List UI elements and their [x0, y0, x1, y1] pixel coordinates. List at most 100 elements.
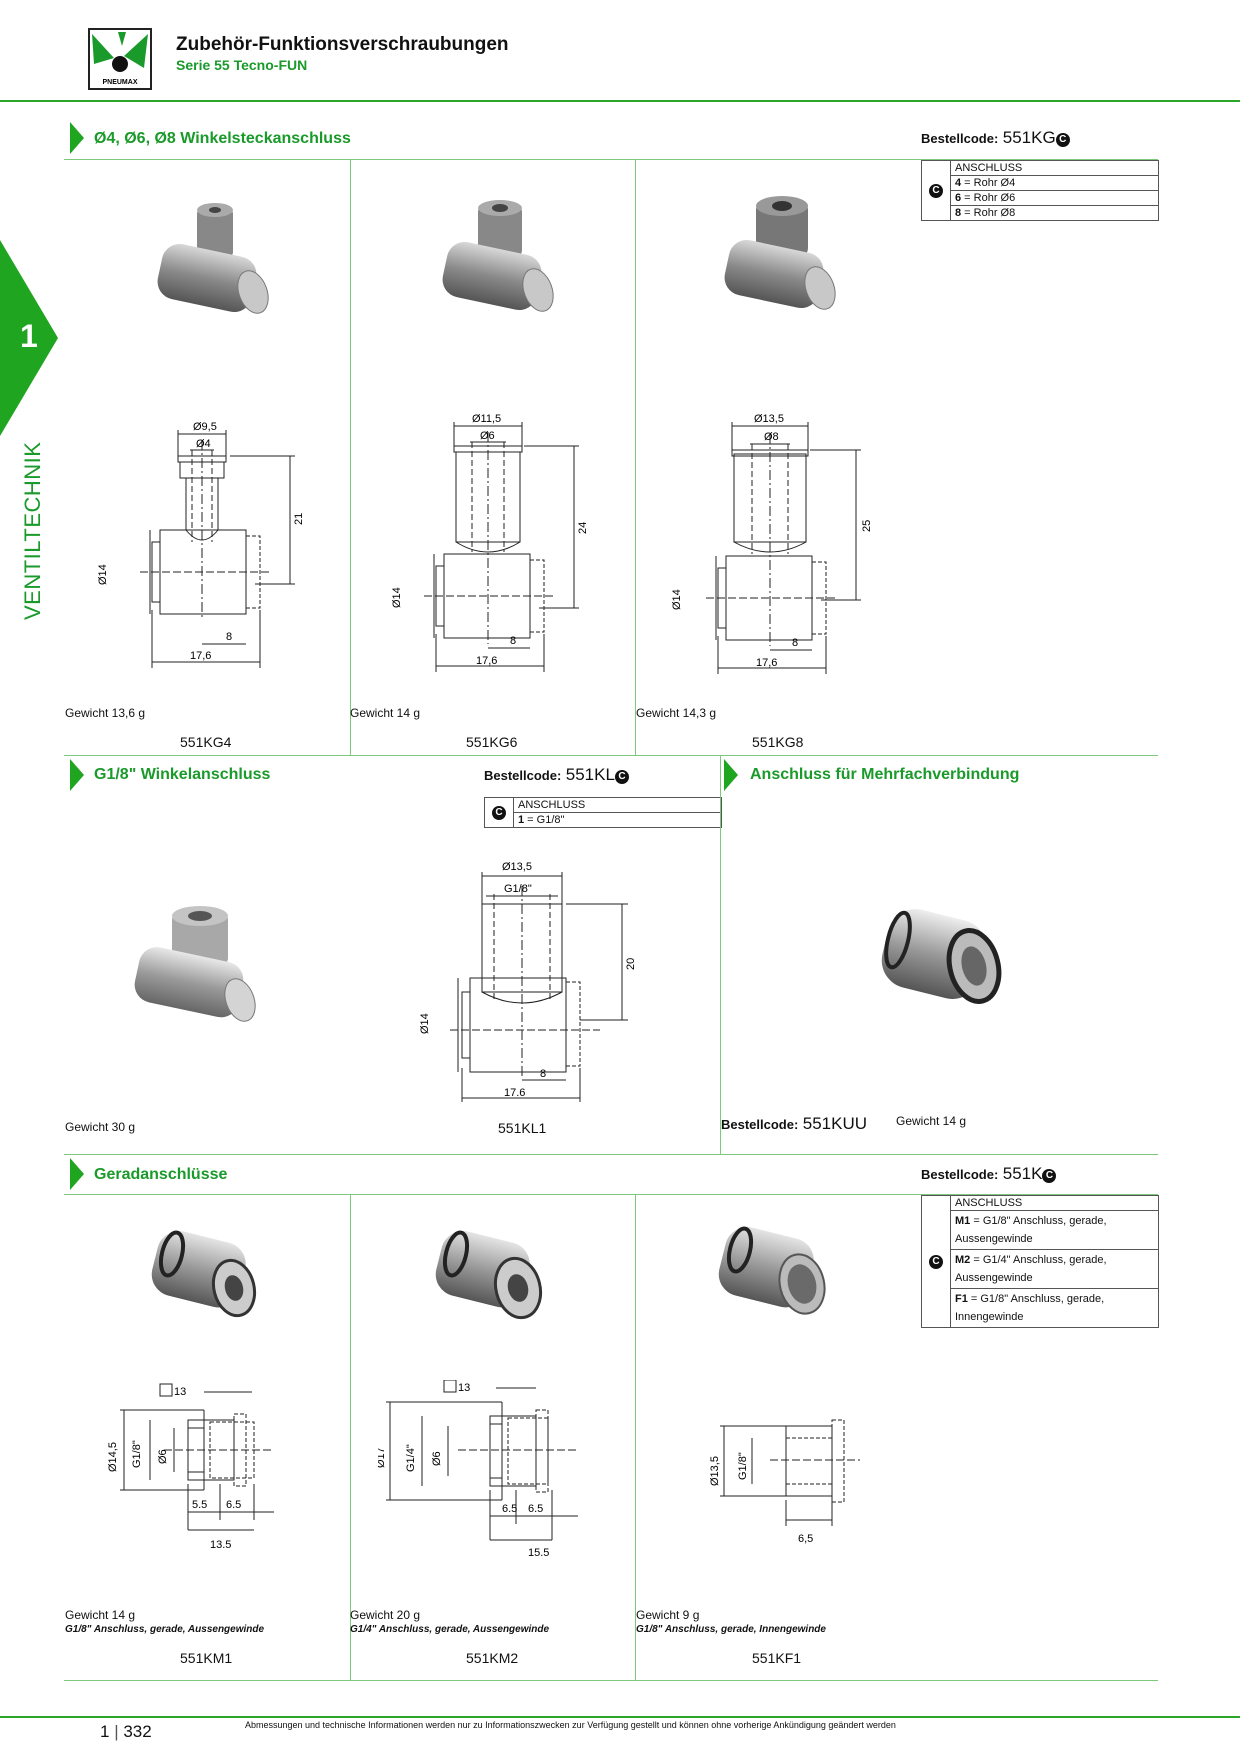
- column-divider: [720, 756, 721, 1154]
- column-divider: [350, 159, 351, 755]
- section-title-multi: Anschluss für Mehrfachverbindung: [750, 766, 1020, 783]
- dim-height: 21: [293, 513, 305, 525]
- technical-drawing-551KM2: 13 Ø17 G1/4" Ø6 6.5 6.5 15.5: [375, 1379, 618, 1595]
- dim-length: 17,6: [756, 657, 777, 669]
- order-label: Bestellcode:: [721, 1117, 799, 1132]
- dim-body: Ø14: [391, 587, 403, 608]
- section-title-angle-thread: G1/8" Winkelanschluss: [94, 766, 271, 783]
- weight-551KF1: Gewicht 9 g: [636, 1608, 700, 1622]
- dim-thread: G1/8": [737, 1452, 749, 1480]
- table-row: 6 = Rohr Ø6: [950, 190, 1159, 206]
- column-divider: [635, 159, 636, 755]
- section-divider: [64, 1680, 1158, 1681]
- order-code: 551K: [1002, 1164, 1043, 1183]
- product-name-551KM2: 551KM2: [466, 1650, 519, 1666]
- section-title-angle-push: Ø4, Ø6, Ø8 Winkelsteckanschluss: [94, 130, 351, 147]
- product-photo-551KUU: [876, 898, 1006, 1023]
- dim-body: Ø14: [671, 589, 683, 610]
- technical-drawing-551KG6: Ø11,5 Ø6 24 Ø14 8 17,6: [374, 412, 604, 687]
- section-divider: [64, 1154, 1158, 1155]
- dim-outer: Ø14,5: [107, 1442, 119, 1472]
- section-marker: [70, 1158, 84, 1190]
- table-row: 8 = Rohr Ø8: [950, 205, 1159, 221]
- dim-b: 6.5: [226, 1499, 241, 1511]
- dim-body: Ø14: [419, 1013, 431, 1034]
- order-label: Bestellcode:: [921, 1167, 999, 1182]
- dim-b: 6,5: [798, 1533, 813, 1545]
- dim-height: 25: [861, 520, 873, 532]
- product-photo-551KG4: [145, 200, 275, 335]
- product-photo-551KG6: [430, 198, 560, 333]
- c-badge: C: [614, 770, 629, 784]
- chapter-number: 1: [20, 318, 38, 354]
- product-photo-551KM2: [432, 1222, 552, 1337]
- dim-total: 13.5: [210, 1539, 231, 1551]
- technical-drawing-551KF1: Ø13,5 G1/8" 6,5: [709, 1410, 870, 1585]
- table-row: M2 = G1/4" Anschluss, gerade, Aussengewi…: [950, 1249, 1159, 1289]
- product-name-551KF1: 551KF1: [752, 1650, 802, 1666]
- dim-length: 17,6: [190, 650, 211, 662]
- weight-551KUU: Gewicht 14 g: [896, 1114, 967, 1128]
- technical-drawing-551KM1: 13 Ø14,5 G1/8" Ø6 5.5 6.5 13.5: [104, 1380, 324, 1585]
- dim-offset: 8: [792, 637, 798, 649]
- chapter-label: VENTILTECHNIK: [20, 441, 45, 620]
- code-table-angle-push: C ANSCHLUSS 4 = Rohr Ø4 6 = Rohr Ø6 8 = …: [921, 160, 1159, 221]
- c-badge: C: [1042, 1169, 1057, 1183]
- weight-551KL1: Gewicht 30 g: [65, 1120, 136, 1134]
- dim-offset: 8: [540, 1068, 546, 1080]
- dim-total: 15.5: [528, 1547, 549, 1559]
- dim-length: 17.6: [504, 1087, 525, 1099]
- dim-inner: G1/8": [504, 883, 532, 895]
- section-divider: [64, 755, 1158, 756]
- desc-551KM1: G1/8" Anschluss, gerade, Aussengewinde: [65, 1624, 265, 1635]
- section-divider: [64, 1194, 1158, 1195]
- column-divider: [350, 1194, 351, 1680]
- weight-551KM1: Gewicht 14 g: [65, 1608, 136, 1622]
- wrench-icon: [159, 1383, 173, 1397]
- table-row: 4 = Rohr Ø4: [950, 175, 1159, 191]
- code-table-straight: C ANSCHLUSS M1 = G1/8" Anschluss, gerade…: [921, 1195, 1159, 1328]
- technical-drawing-551KG4: Ø9,5 Ø4 21 Ø14 8 17,6: [90, 410, 320, 685]
- dim-offset: 8: [510, 635, 516, 647]
- dim-inner: Ø4: [196, 438, 211, 450]
- page-title: Zubehör-Funktionsverschraubungen: [176, 34, 509, 55]
- product-name-551KG6: 551KG6: [466, 734, 518, 750]
- dim-b: 6.5: [528, 1503, 543, 1515]
- table-header: ANSCHLUSS: [513, 797, 722, 813]
- dim-a: 5.5: [192, 1499, 207, 1511]
- dim-bore: Ø6: [431, 1451, 443, 1466]
- logo-text: PNEUMAX: [102, 79, 137, 86]
- c-badge: C: [492, 805, 506, 820]
- weight-551KG8: Gewicht 14,3 g: [636, 706, 717, 720]
- table-header: ANSCHLUSS: [950, 160, 1159, 176]
- dim-outer: Ø11,5: [472, 413, 501, 425]
- header-divider: [0, 100, 1240, 102]
- dim-height: 20: [625, 958, 637, 970]
- dim-outer: Ø13,5: [502, 861, 532, 873]
- desc-551KM2: G1/4" Anschluss, gerade, Aussengewinde: [350, 1624, 550, 1635]
- c-badge: C: [929, 1254, 943, 1269]
- table-row: 1 = G1/8": [513, 812, 722, 828]
- dim-body: Ø14: [97, 564, 109, 585]
- dim-wrench: 13: [174, 1386, 186, 1398]
- code-table-angle-thread: C ANSCHLUSS 1 = G1/8": [484, 797, 722, 828]
- product-photo-551KG8: [712, 196, 842, 331]
- footer-disclaimer: Abmessungen und technische Informationen…: [245, 1720, 896, 1730]
- order-code: 551KUU: [802, 1114, 868, 1133]
- footer-page-number: 1 | 332: [100, 1722, 152, 1741]
- footer-divider: [0, 1716, 1240, 1718]
- dim-inner: Ø8: [764, 431, 779, 443]
- dim-offset: 8: [226, 631, 232, 643]
- table-row: M1 = G1/8" Anschluss, gerade, Aussengewi…: [950, 1210, 1159, 1250]
- section-divider: [64, 159, 1158, 160]
- dim-outer: Ø13,5: [710, 1456, 721, 1486]
- wrench-icon: [443, 1379, 457, 1393]
- footer-page: 332: [123, 1722, 152, 1741]
- technical-drawing-551KG8: Ø13,5 Ø8 25 Ø14 8 17,6: [656, 410, 886, 685]
- order-code-multi: Bestellcode: 551KUU: [721, 1114, 867, 1134]
- dim-outer: Ø13,5: [754, 413, 784, 425]
- product-photo-551KL1: [132, 904, 262, 1039]
- product-name-551KM1: 551KM1: [180, 1650, 233, 1666]
